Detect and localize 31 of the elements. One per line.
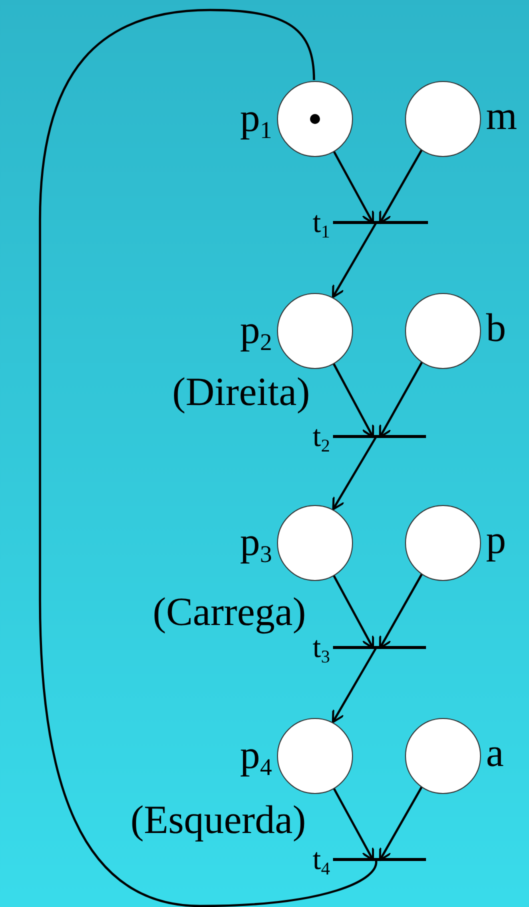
place-label: p$_{2}$ bbox=[240, 310, 272, 356]
place-label: m bbox=[486, 96, 518, 136]
arrow bbox=[332, 787, 374, 861]
transition-bar bbox=[333, 435, 426, 438]
action-label: (Esquerda) bbox=[130, 800, 306, 840]
arrow bbox=[332, 150, 374, 224]
arrow bbox=[379, 574, 423, 649]
action-label: (Carrega) bbox=[152, 592, 306, 632]
place-label: p$_{3}$ bbox=[240, 522, 272, 568]
place-label: p bbox=[486, 520, 506, 560]
transition-bar bbox=[333, 858, 426, 861]
action-label: (Direita) bbox=[172, 372, 310, 412]
transition-bar bbox=[333, 221, 428, 224]
place-label: a bbox=[486, 733, 504, 773]
place-label: p$_{4}$ bbox=[240, 735, 272, 780]
transition-label: t$_{3}$ bbox=[312, 633, 330, 666]
arrow bbox=[332, 574, 374, 649]
place-label: b bbox=[486, 308, 506, 348]
transition-bar bbox=[333, 646, 426, 649]
connector-line bbox=[38, 8, 378, 907]
transition-label: t$_{2}$ bbox=[312, 422, 330, 454]
arrow bbox=[379, 786, 423, 861]
transition-label: t$_{1}$ bbox=[312, 208, 330, 240]
arrow bbox=[332, 436, 377, 510]
arrow bbox=[332, 362, 374, 438]
transition-label: t$_{4}$ bbox=[312, 845, 330, 878]
arrow bbox=[332, 647, 377, 724]
place-label: p$_{1}$ bbox=[240, 98, 272, 144]
arrow bbox=[379, 362, 423, 438]
arrow bbox=[332, 222, 377, 298]
arrow bbox=[379, 150, 423, 224]
